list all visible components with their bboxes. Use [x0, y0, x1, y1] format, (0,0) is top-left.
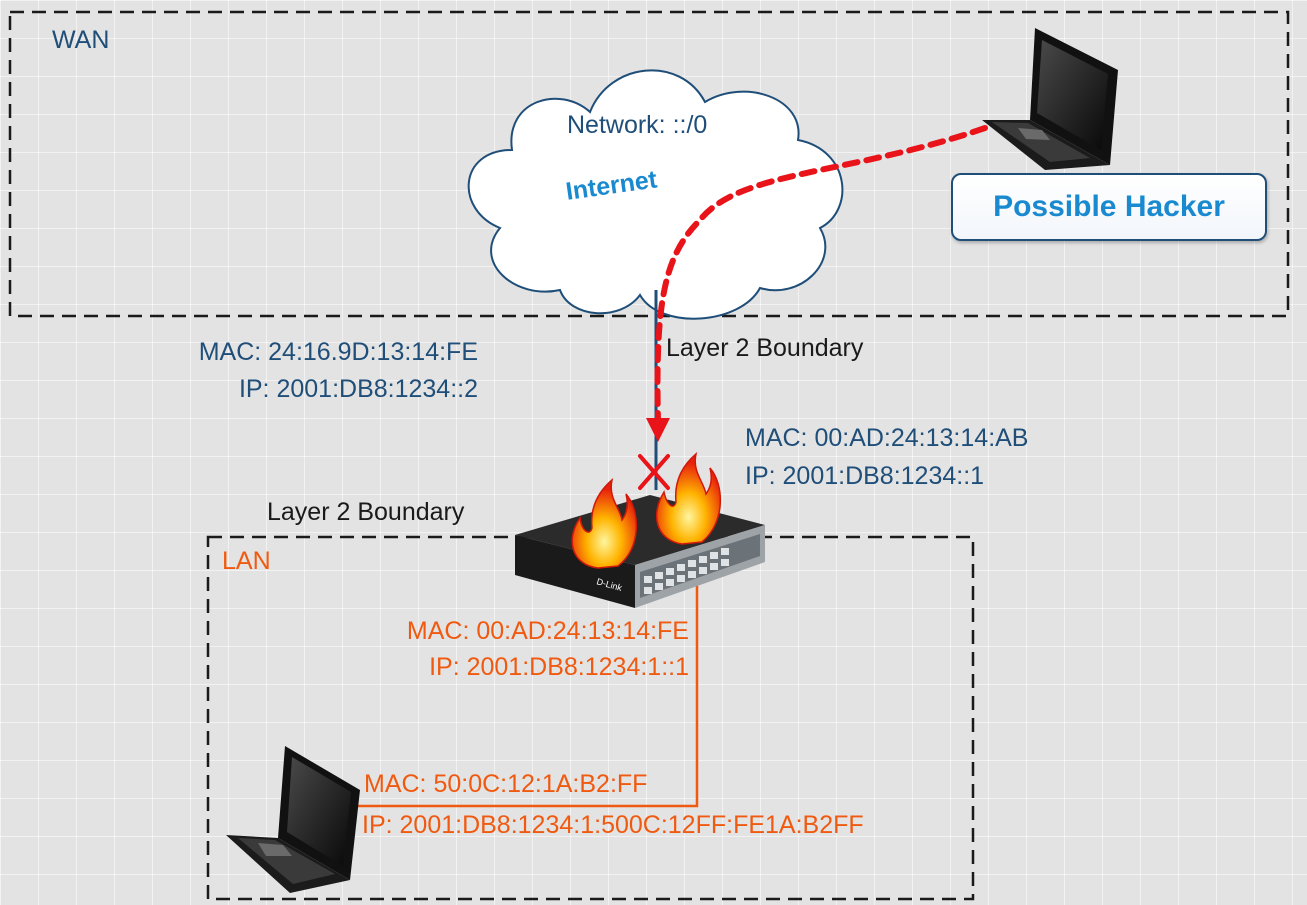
wan-zone-border — [8, 10, 1290, 318]
cloud-network-label: Network: ::/0 — [567, 111, 708, 139]
attack-arrowhead — [646, 418, 670, 442]
wan-zone-label: WAN — [52, 26, 110, 54]
blocked-x-icon — [638, 454, 670, 490]
network-switch-icon: D-Link — [515, 495, 765, 608]
isp-mac-address: MAC: 24:16.9D:13:14:FE — [198, 338, 478, 366]
hacker-laptop-icon — [982, 28, 1118, 170]
router-wan-mac-address: MAC: 00:AD:24:13:14:AB — [745, 424, 1029, 452]
lan-zone-label: LAN — [222, 547, 271, 575]
lan-host-ip-address: IP: 2001:DB8:1234:1:500C:12FF:FE1A:B2FF — [362, 811, 864, 839]
lan-host-laptop-icon — [226, 746, 360, 893]
possible-hacker-label: Possible Hacker — [951, 173, 1267, 241]
attack-path — [654, 125, 988, 423]
fire-icon-right — [655, 451, 721, 545]
switch-ports — [644, 548, 729, 594]
isp-ip-address: IP: 2001:DB8:1234::2 — [238, 375, 478, 403]
layer2-boundary-lower: Layer 2 Boundary — [267, 498, 465, 526]
router-lan-ip-address: IP: 2001:DB8:1234:1::1 — [429, 653, 689, 681]
layer2-boundary-upper: Layer 2 Boundary — [666, 334, 864, 362]
router-lan-mac-address: MAC: 00:AD:24:13:14:FE — [406, 617, 689, 645]
router-wan-ip-address: IP: 2001:DB8:1234::1 — [745, 462, 985, 490]
internet-cloud — [467, 69, 844, 320]
lan-host-mac-address: MAC: 50:0C:12:1A:B2:FF — [364, 770, 648, 798]
lan-link-cable — [358, 575, 699, 808]
fire-icon-left — [571, 477, 637, 569]
